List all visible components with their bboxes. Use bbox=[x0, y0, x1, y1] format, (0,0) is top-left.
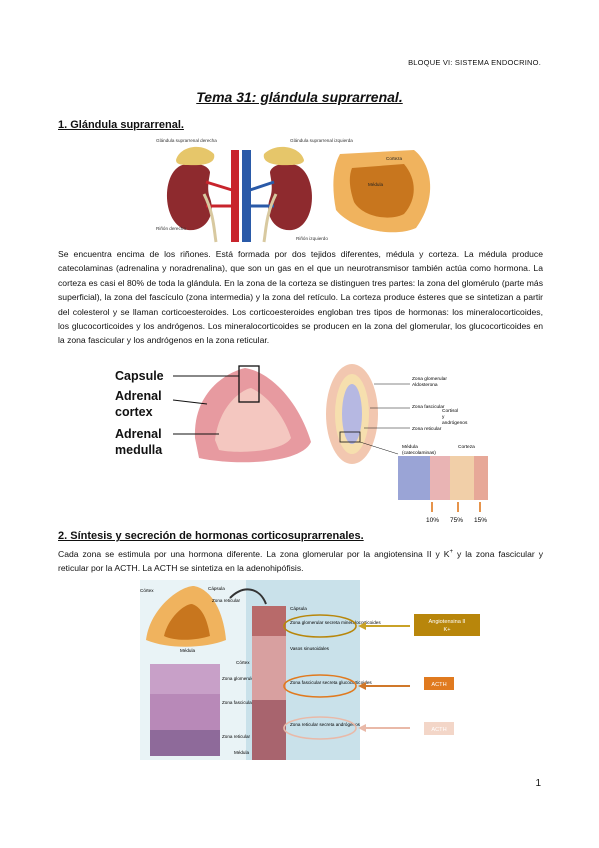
fig4-label-zona-reticular-2: Zona reticular bbox=[222, 734, 251, 739]
label-gland-right: Glándula suprarrenal derecha bbox=[156, 138, 217, 143]
strip-medulla bbox=[398, 456, 430, 500]
fig4-label-capsula-2: Cápsula bbox=[290, 606, 307, 611]
stimulus-potassium-label: K+ bbox=[444, 627, 451, 633]
kidneys-adrenal-figure: Glándula suprarrenal derecha Riñón derec… bbox=[150, 134, 445, 244]
fig4-label-zona-fascicular: Zona fascicular bbox=[222, 700, 254, 705]
label-adrenal-medulla-2: medulla bbox=[115, 443, 163, 457]
label-10-percent: 10% bbox=[426, 517, 439, 524]
fig4-label-zf-desc: Zona fascicular secreta glucocorticoides bbox=[290, 680, 372, 685]
potassium-superscript: + bbox=[449, 549, 453, 555]
strip-fascicular bbox=[450, 456, 474, 500]
label-adrenal-cortex-2: cortex bbox=[115, 405, 153, 419]
label-adrenal-cortex-1: Adrenal bbox=[115, 389, 162, 403]
hormone-secretion-figure: Córtex Cápsula Zona reticular Médula Zon… bbox=[140, 580, 480, 760]
stimulus-acth-2-label: ACTH bbox=[431, 727, 446, 733]
label-zg: Zona glomerular bbox=[412, 376, 447, 382]
label-zr: Zona reticular bbox=[412, 426, 442, 432]
label-medula: Médula bbox=[368, 182, 384, 187]
fig4-label-cortex: Córtex bbox=[140, 588, 154, 593]
fig4-label-medula: Médula bbox=[180, 648, 196, 653]
label-gland-left: Glándula suprarrenal izquierda bbox=[290, 138, 353, 143]
section-2-paragraph-part-1: Cada zona se estimula por una hormona di… bbox=[58, 548, 450, 559]
fig4-label-zr-desc: Zona reticular secreta andrógenos bbox=[290, 722, 361, 727]
section-2-heading: 2. Síntesis y secreción de hormonas cort… bbox=[58, 530, 364, 542]
strip-reticular bbox=[430, 456, 450, 500]
adrenal-gland-right bbox=[176, 146, 215, 166]
label-cortisol: Cortisol bbox=[442, 408, 458, 414]
section-2-paragraph: Cada zona se estimula por una hormona di… bbox=[58, 545, 543, 576]
adrenal-cortex-medulla-figure: Capsule Adrenal cortex Adrenal medulla bbox=[115, 365, 311, 463]
adrenal-zones-figure: Zona glomerular Aldosterona Zona fascicu… bbox=[326, 364, 488, 524]
stimulus-angiotensina-label: Angiotensina II bbox=[428, 619, 465, 625]
zone-inner bbox=[342, 384, 362, 444]
label-kidney-left: Riñón izquierdo bbox=[296, 236, 328, 241]
label-aldosterona: Aldosterona bbox=[412, 382, 438, 388]
label-medula-zones: Médula bbox=[402, 444, 418, 450]
kidney-right bbox=[167, 163, 212, 231]
fig4-label-vasos: Vasos sinusoidales bbox=[290, 646, 330, 651]
label-corteza: Corteza bbox=[386, 156, 403, 161]
label-zf: Zona fascicular bbox=[412, 404, 445, 410]
stimulus-box-angiotensina bbox=[414, 614, 480, 636]
strip-glomerular bbox=[474, 456, 488, 500]
label-capsule: Capsule bbox=[115, 369, 164, 383]
page-number: 1 bbox=[535, 778, 541, 789]
aorta bbox=[231, 150, 239, 242]
label-corteza-zones: Corteza bbox=[458, 444, 475, 450]
fig4-label-zona-reticular: Zona reticular bbox=[212, 598, 241, 603]
label-15-percent: 15% bbox=[474, 517, 487, 524]
fig4-label-medula-2: Médula bbox=[234, 750, 250, 755]
document-header: BLOQUE VI: SISTEMA ENDOCRINO. bbox=[408, 58, 541, 67]
capsule-inset-box bbox=[238, 365, 260, 403]
kidney-left bbox=[268, 163, 313, 231]
label-75-percent: 75% bbox=[450, 517, 463, 524]
section-1-heading: 1. Glándula suprarrenal. bbox=[58, 119, 184, 131]
label-cortisol-y: y bbox=[442, 415, 445, 420]
section-2-paragraph-part-2: y la zona fascicular y reticular por la … bbox=[58, 548, 543, 574]
vena-cava bbox=[242, 150, 251, 242]
label-kidney-right: Riñón derecho bbox=[156, 226, 186, 231]
stimulus-box-acth-2 bbox=[424, 722, 454, 735]
label-androgenos: andrógenos bbox=[442, 420, 468, 426]
fig4-label-zona-glomerulosa: Zona glomerulosa bbox=[222, 676, 259, 681]
fig4-label-cortex-2: Córtex bbox=[236, 660, 250, 665]
page-title: Tema 31: glándula suprarrenal. bbox=[196, 89, 403, 105]
stimulus-acth-1-label: ACTH bbox=[431, 682, 446, 688]
adrenal-gland-left bbox=[263, 146, 304, 166]
section-1-paragraph: Se encuentra encima de los riñones. Está… bbox=[58, 249, 543, 346]
adrenal-section-medulla bbox=[349, 164, 414, 218]
label-catecolaminas: (catecolaminas) bbox=[402, 450, 436, 456]
stimulus-box-acth-1 bbox=[424, 677, 454, 690]
fig4-label-capsula: Cápsula bbox=[208, 586, 225, 591]
medulla-shape bbox=[215, 388, 291, 452]
label-adrenal-medulla-1: Adrenal bbox=[115, 427, 162, 441]
fig4-label-zg-desc: Zona glomerular secreta mineralocorticoi… bbox=[290, 620, 381, 625]
